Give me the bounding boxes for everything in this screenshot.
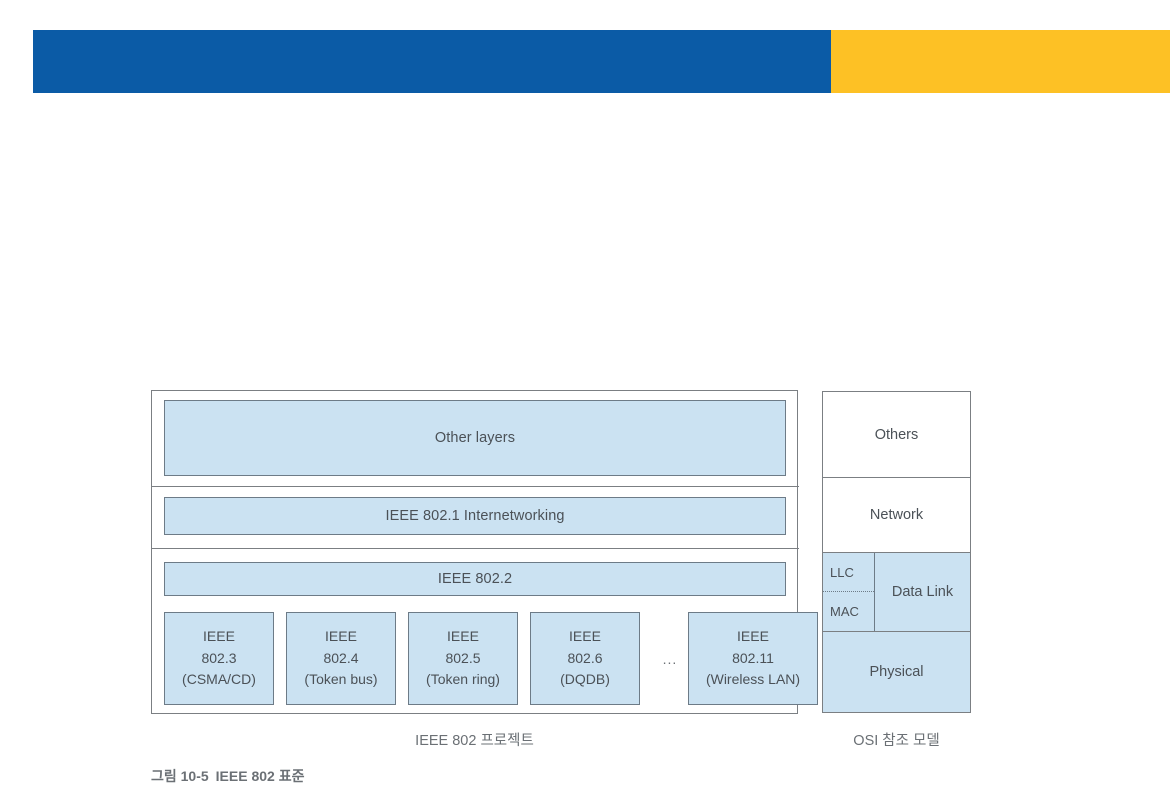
- std-number-label: 802.6: [567, 649, 603, 666]
- osi-layer-physical: Physical: [823, 632, 970, 712]
- std-name-label: (Token bus): [304, 671, 378, 688]
- box-ieee-802-1-internetworking: IEEE 802.1 Internetworking: [164, 497, 786, 535]
- std-number-label: 802.11: [732, 649, 774, 666]
- osi-sublayer-mac: MAC: [830, 604, 859, 619]
- box-ieee-802-5: IEEE 802.5 (Token ring): [408, 612, 518, 705]
- box-other-layers: Other layers: [164, 400, 786, 476]
- osi-layer-network: Network: [823, 478, 970, 553]
- std-name-label: (Wireless LAN): [705, 671, 801, 688]
- ieee-standards-row: IEEE 802.3 (CSMA/CD) IEEE 802.4 (Token b…: [164, 612, 818, 705]
- frame-divider-upper: [152, 486, 799, 487]
- std-number-label: 802.5: [445, 649, 481, 666]
- box-ieee-802-3: IEEE 802.3 (CSMA/CD): [164, 612, 274, 705]
- ieee-802-project-frame: Other layers IEEE 802.1 Internetworking …: [151, 390, 818, 714]
- header-bar-yellow-segment: [831, 30, 1170, 93]
- std-name-label: (CSMA/CD): [182, 671, 256, 688]
- std-org-label: IEEE: [737, 627, 769, 644]
- osi-data-link-label: Data Link: [891, 584, 954, 600]
- std-org-label: IEEE: [325, 627, 357, 644]
- header-bar-blue-segment: [33, 30, 831, 93]
- std-name-label: (DQDB): [560, 671, 610, 688]
- std-name-label: (Token ring): [426, 671, 500, 688]
- figure-caption: 그림 10-5 IEEE 802 표준: [151, 766, 304, 786]
- osi-layer-others: Others: [823, 392, 970, 478]
- box-ieee-802-4: IEEE 802.4 (Token bus): [286, 612, 396, 705]
- label-ieee-802-project: IEEE 802 프로젝트: [415, 733, 534, 749]
- box-ieee-802-2: IEEE 802.2: [164, 562, 786, 596]
- osi-sublayer-llc: LLC: [823, 553, 874, 592]
- box-ieee-802-11: IEEE 802.11 (Wireless LAN): [688, 612, 818, 705]
- std-org-label: IEEE: [569, 627, 601, 644]
- figure-caption-title: IEEE 802 표준: [215, 768, 305, 784]
- header-color-bar: [33, 30, 1170, 93]
- osi-reference-model-column: Others Network LLC MAC Data Link Physica…: [822, 391, 971, 713]
- std-org-label: IEEE: [447, 627, 479, 644]
- std-number-label: 802.4: [323, 649, 359, 666]
- std-number-label: 802.3: [201, 649, 237, 666]
- label-osi-reference-model: OSI 참조 모델: [853, 733, 940, 749]
- osi-llc-mac-subcolumn: LLC MAC: [823, 553, 875, 631]
- osi-layer-data-link: LLC MAC Data Link: [823, 553, 970, 632]
- box-ieee-802-6: IEEE 802.6 (DQDB): [530, 612, 640, 705]
- standards-ellipsis: ...: [662, 650, 678, 667]
- std-org-label: IEEE: [203, 627, 235, 644]
- figure-caption-number: 그림 10-5: [151, 768, 209, 784]
- frame-divider-lower: [152, 548, 799, 549]
